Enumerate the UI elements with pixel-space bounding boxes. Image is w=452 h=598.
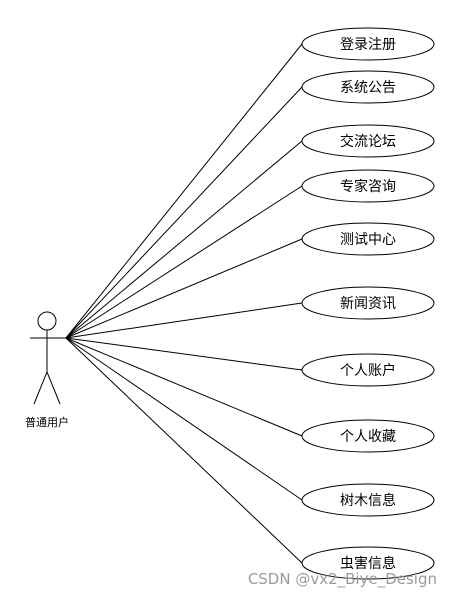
watermark-text: CSDN @vx2_Biye_Design [248,570,437,589]
use-case-expert-consult: 专家咨询 [301,169,435,203]
use-case-ellipse [301,419,435,453]
use-case-label: 新闻资讯 [340,296,396,312]
use-case-ellipse [301,483,435,517]
use-case-ellipse [301,169,435,203]
use-case-label: 个人收藏 [340,429,396,445]
use-case-label: 个人账户 [340,362,396,379]
use-case-ellipse [301,546,435,580]
association-line-system-notice [65,86,303,339]
actor-head [37,311,57,331]
use-case-label: 交流论坛 [340,133,396,150]
use-case-system-notice: 系统公告 [301,70,435,104]
association-lines [65,43,303,564]
actor-label: 普通用户 [25,415,69,429]
use-case-test-center: 测试中心 [301,222,435,256]
association-line-personal-account [65,337,303,371]
use-case-ellipse [301,353,435,387]
association-line-login-register [65,43,303,339]
actor-right-leg [46,371,61,405]
use-case-personal-account: 个人账户 [301,353,435,387]
use-case-label: 系统公告 [340,80,396,96]
use-case-login-register: 登录注册 [301,27,435,61]
association-line-pest-info [65,337,303,564]
use-case-label: 测试中心 [340,232,396,248]
use-case-label: 登录注册 [340,37,396,53]
use-case-ellipse [301,124,435,158]
use-case-tree-info: 树木信息 [301,483,435,517]
association-line-forum [65,140,303,339]
use-case-pest-info: 虫害信息 [301,546,435,580]
association-line-expert-consult [65,185,303,339]
association-line-tree-info [65,337,303,501]
actor-left-leg [33,371,48,405]
use-case-ellipse [301,27,435,61]
use-case-ellipse [301,222,435,256]
use-case-ellipse [301,286,435,320]
use-case-label: 树木信息 [340,492,396,509]
use-case-personal-favorites: 个人收藏 [301,419,435,453]
use-case-news: 新闻资讯 [301,286,435,320]
association-line-personal-favorites [65,337,303,437]
association-line-test-center [65,238,303,339]
use-case-label: 专家咨询 [340,178,396,195]
use-case-ellipse [301,70,435,104]
use-case-label: 虫害信息 [340,555,396,572]
association-line-news [65,302,303,339]
use-case-forum: 交流论坛 [301,124,435,158]
actor-normal-user: 普通用户 [25,311,69,429]
